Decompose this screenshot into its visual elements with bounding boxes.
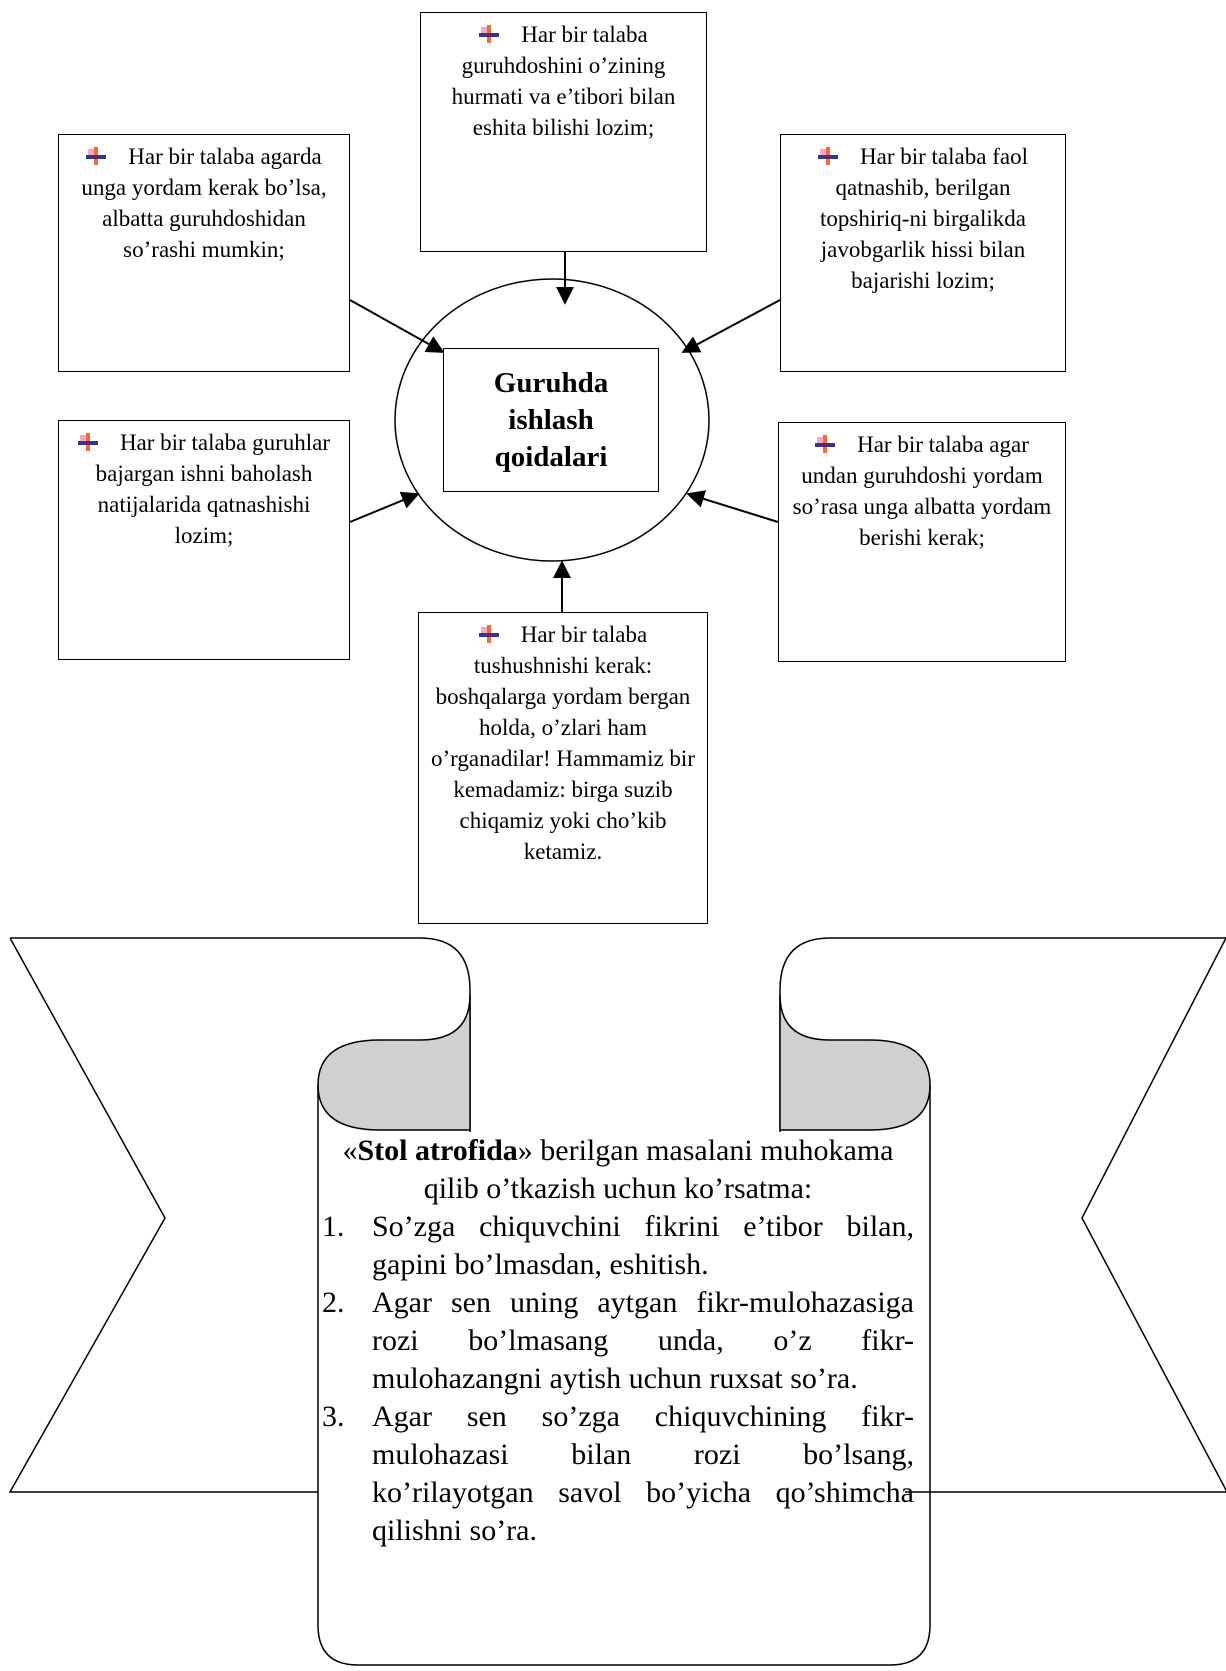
list-item: 2. Agar sen uning aytgan fikr-mulohazasig… (322, 1284, 914, 1398)
list-item-number: 1. (322, 1210, 345, 1243)
rule-text-mid-left: Har bir talaba guruhlar bajargan ishni b… (95, 430, 331, 548)
list-item-number: 2. (322, 1286, 345, 1319)
scroll-bold-title: Stol atrofida (357, 1134, 518, 1167)
arrow-top-left (349, 299, 445, 353)
rule-box-top: Har bir talaba guruhdoshini o’zining hur… (420, 12, 707, 252)
rule-text-mid-right: Har bir talaba agar undan guruhdoshi yor… (792, 432, 1052, 550)
rule-text-top-right: Har bir talaba faol qatnashib, berilgan … (820, 144, 1028, 293)
instruction-list: 1. So’zga chiquvchini fikrini e’tibor bil… (322, 1208, 914, 1550)
cross-bullet-icon (818, 147, 839, 165)
list-item-text: Agar sen so’zga chiquvchining fikr-muloh… (372, 1400, 914, 1547)
list-item: 3. Agar sen so’zga chiquvchining fikr-mul… (322, 1398, 914, 1550)
rule-box-mid-left: Har bir talaba guruhlar bajargan ishni b… (58, 420, 350, 660)
banner-shape (8, 937, 1226, 1493)
rule-text-top: Har bir talaba guruhdoshini o’zining hur… (451, 22, 676, 140)
scroll-content: «Stol atrofida» berilgan masalani muhoka… (322, 1132, 914, 1550)
scroll-intro: «Stol atrofida» berilgan masalani muhoka… (322, 1132, 914, 1208)
arrow-top-right (681, 299, 781, 353)
rule-box-mid-right: Har bir talaba agar undan guruhdoshi yor… (778, 422, 1066, 662)
scroll-intro-rest: » berilgan masalani muhokama qilib o’tka… (423, 1134, 894, 1205)
scroll-left-curl (419, 937, 471, 1132)
rule-box-top-left: Har bir talaba agarda unga yordam kerak … (58, 134, 350, 372)
center-title-box: Guruhda ishlash qoidalari (443, 348, 659, 492)
cross-bullet-icon (77, 433, 98, 451)
center-title-line-3: qoidalari (494, 440, 608, 473)
list-item-text: Agar sen uning aytgan fikr-mulohazasiga … (372, 1286, 914, 1395)
rule-text-bottom: Har bir talaba tushushnishi kerak: boshq… (431, 622, 695, 864)
rule-box-top-right: Har bir talaba faol qatnashib, berilgan … (780, 134, 1066, 372)
list-item: 1. So’zga chiquvchini fikrini e’tibor bil… (322, 1208, 914, 1284)
cross-bullet-icon (815, 435, 836, 453)
cross-bullet-icon (86, 147, 107, 165)
arrow-mid-left (349, 491, 420, 523)
rule-text-top-left: Har bir talaba agarda unga yordam kerak … (81, 144, 327, 262)
arrow-mid-right (686, 490, 779, 523)
center-title-line-1: Guruhda (493, 366, 609, 399)
scroll-body (317, 1085, 931, 1666)
rule-box-bottom: Har bir talaba tushushnishi kerak: boshq… (418, 612, 708, 924)
list-item-text: So’zga chiquvchini fikrini e’tibor bilan… (372, 1210, 914, 1281)
center-title-line-2: ishlash (508, 403, 594, 436)
list-item-number: 3. (322, 1400, 345, 1433)
cross-bullet-icon (479, 25, 500, 43)
cross-bullet-icon (478, 625, 499, 643)
scroll-right-curl (779, 937, 831, 1132)
quote-open: « (342, 1134, 358, 1167)
